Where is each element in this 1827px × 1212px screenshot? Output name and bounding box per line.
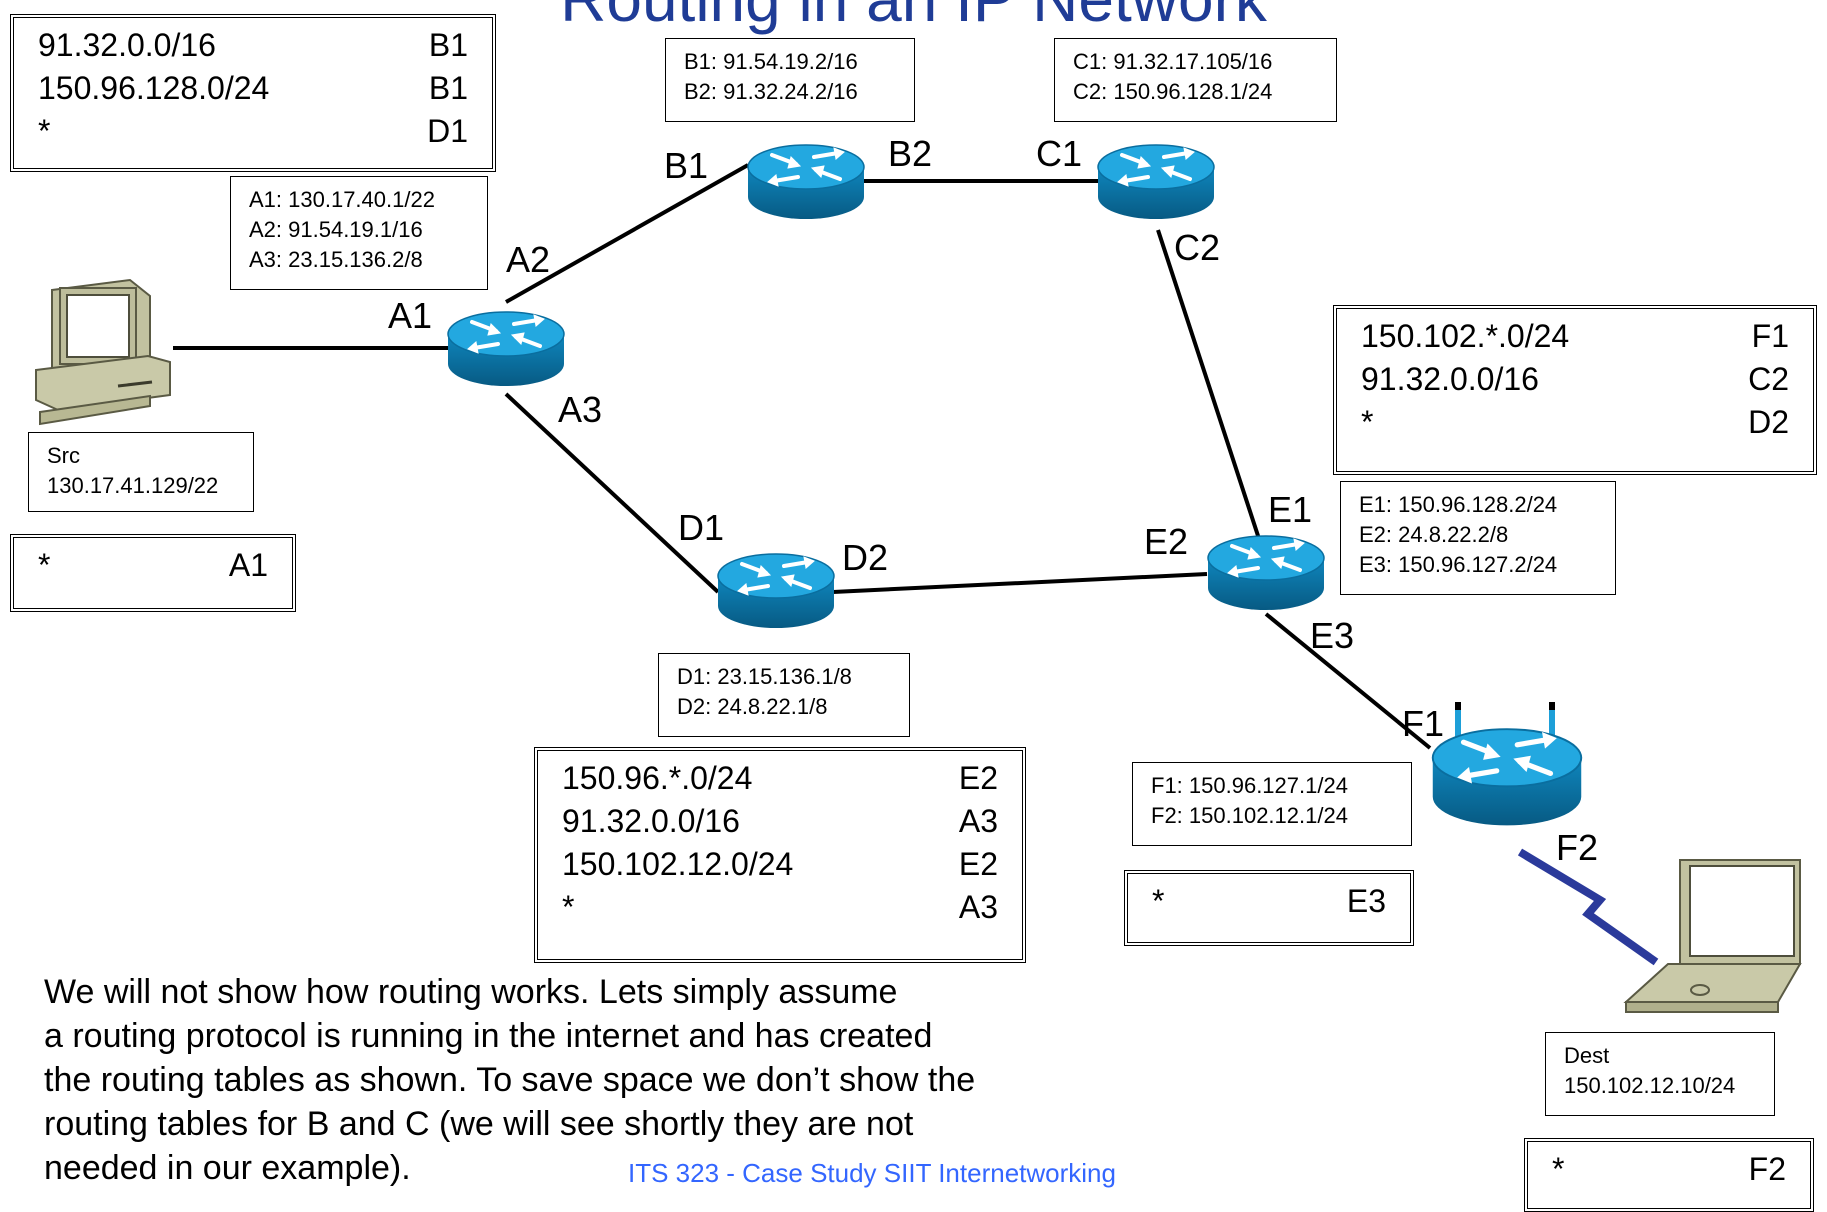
wireless-link — [1517, 848, 1659, 966]
network-links — [173, 163, 1432, 750]
label-e2: E2 — [1144, 521, 1189, 562]
slide-title: Routing in an IP Network — [0, 0, 1827, 36]
label-a3: A3 — [558, 389, 603, 430]
router-icon-b — [746, 143, 866, 221]
router-icon-a — [446, 310, 566, 388]
router-icon-e — [1206, 534, 1326, 612]
label-d2: D2 — [842, 537, 889, 578]
router-icon-c — [1096, 143, 1216, 221]
label-c1: C1 — [1036, 133, 1083, 174]
link-a-d — [504, 392, 720, 594]
label-f2: F2 — [1556, 827, 1599, 868]
table-row: *F2 — [1552, 1151, 1786, 1187]
wireless-router-icon — [1433, 702, 1581, 825]
desktop-computer-icon — [35, 278, 171, 426]
table-row: *D1 — [38, 113, 468, 149]
label-d1: D1 — [678, 507, 725, 548]
label-a2: A2 — [506, 239, 551, 280]
footer-text: ITS 323 - Case Study SIIT Internetworkin… — [628, 1158, 1116, 1188]
router-icon-d — [716, 552, 836, 630]
link-c-e — [1156, 229, 1264, 549]
label-e3: E3 — [1310, 615, 1355, 656]
laptop-icon — [1623, 859, 1802, 1013]
label-b1: B1 — [664, 145, 709, 186]
routing-table-src: *A1 — [10, 534, 296, 612]
table-row: *A3 — [562, 889, 998, 925]
link-a-b — [505, 163, 749, 304]
table-row: *A1 — [38, 547, 268, 583]
label-c2: C2 — [1174, 227, 1221, 268]
caption-text: We will not show how routing works. Lets… — [44, 973, 976, 1187]
label-b2: B2 — [888, 133, 933, 174]
label-e1: E1 — [1268, 489, 1313, 530]
table-row: *D2 — [1361, 404, 1789, 440]
label-a1: A1 — [388, 295, 433, 336]
table-row: *E3 — [1152, 883, 1386, 919]
routing-table-f: *E3 — [1124, 870, 1414, 946]
routing-table-dest: *F2 — [1524, 1138, 1814, 1212]
link-e-f — [1264, 612, 1432, 750]
link-d-e — [832, 572, 1208, 594]
label-f1: F1 — [1402, 703, 1445, 744]
